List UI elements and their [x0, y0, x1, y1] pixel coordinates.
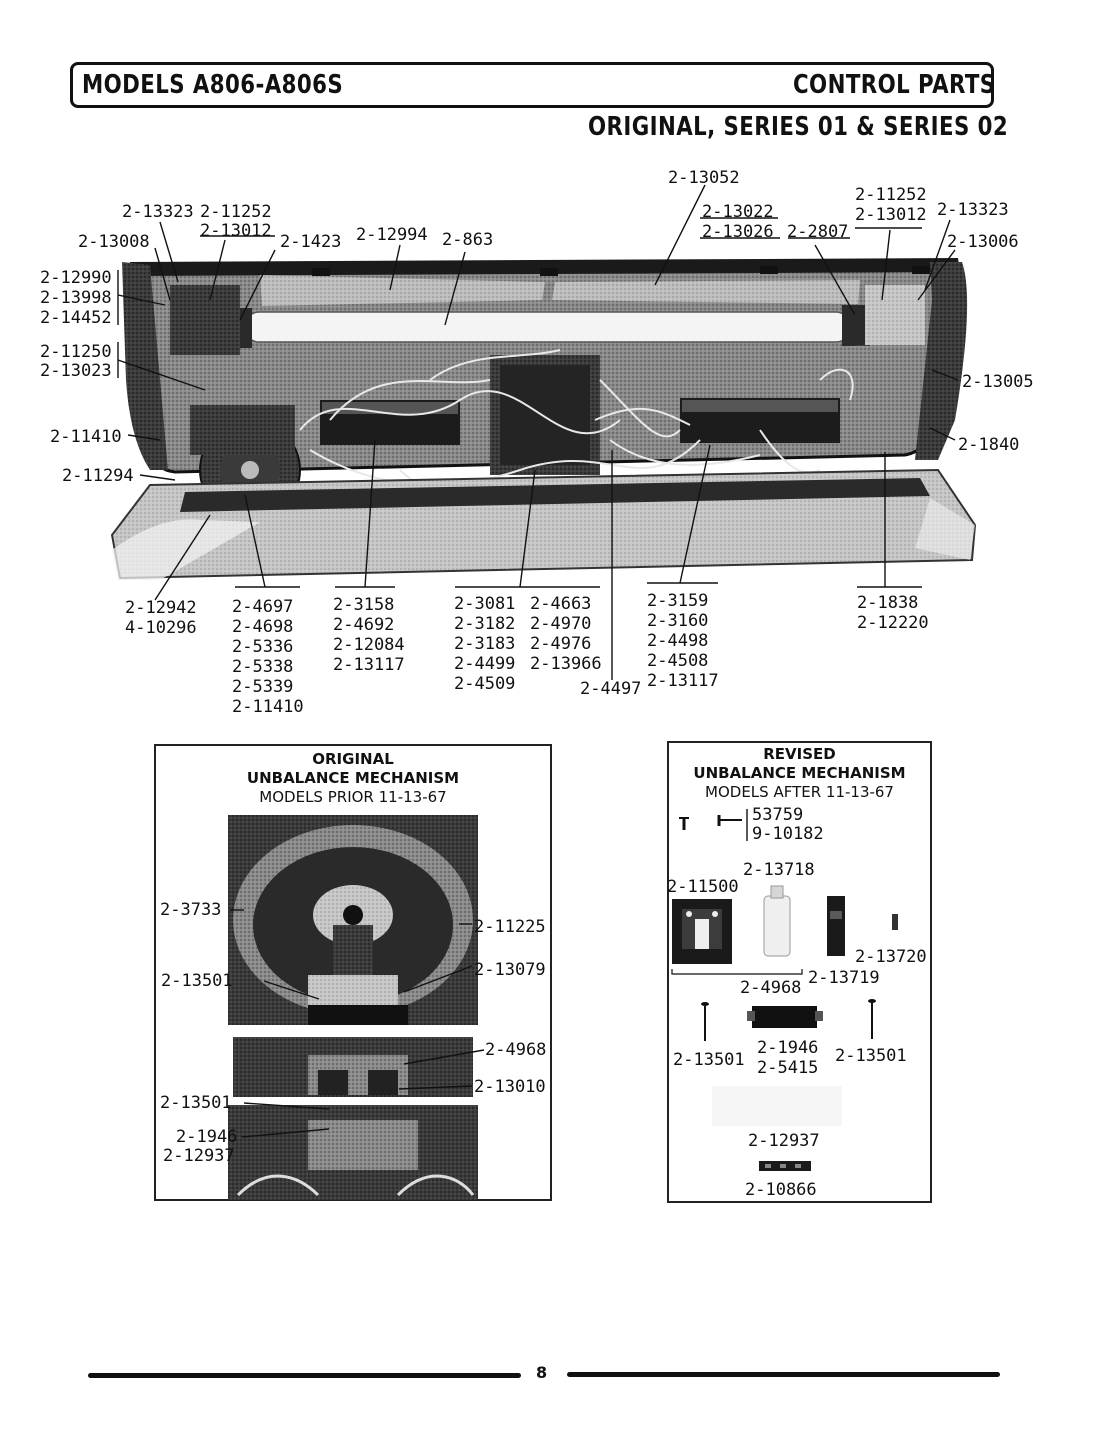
- control-panel-illustration: [110, 184, 977, 680]
- title-frame: [70, 62, 994, 108]
- callout-2-13012-left: 2-13012: [200, 221, 272, 241]
- revised-label-53759: 53759: [752, 805, 804, 825]
- callout-2-13117-a: 2-13117: [333, 655, 405, 675]
- original-label-2-12937: 2-12937: [163, 1146, 235, 1166]
- original-label-2-1946: 2-1946: [176, 1127, 238, 1147]
- footer-rule-right: [567, 1372, 1000, 1377]
- callout-2-3160: 2-3160: [647, 611, 709, 631]
- callout-2-3158: 2-3158: [333, 595, 395, 615]
- revised-label-9-10182: 9-10182: [752, 824, 824, 844]
- revised-label-2-13501-b: 2-13501: [835, 1046, 907, 1066]
- callout-2-11252-right: 2-11252: [855, 185, 927, 205]
- callout-2-13052: 2-13052: [668, 168, 740, 188]
- callout-2-13012-right: 2-13012: [855, 205, 927, 225]
- original-mechanism-photo: [228, 815, 478, 1200]
- callout-2-11294: 2-11294: [62, 466, 134, 486]
- callout-2-4508: 2-4508: [647, 651, 709, 671]
- callout-group-3: 2-3158 2-4692 2-12084 2-13117: [333, 595, 405, 675]
- callout-2-13026: 2-13026: [702, 222, 774, 242]
- callout-4-10296: 4-10296: [125, 618, 197, 638]
- revised-label-2-13501-a: 2-13501: [673, 1050, 745, 1070]
- callout-group-7: 2-3159 2-3160 2-4498 2-4508 2-13117: [647, 591, 719, 691]
- callout-group-2: 2-4697 2-4698 2-5336 2-5338 2-5339 2-114…: [232, 597, 304, 717]
- callout-2-11410: 2-11410: [50, 427, 122, 447]
- callout-2-4698: 2-4698: [232, 617, 294, 637]
- callout-2-4970: 2-4970: [530, 614, 592, 634]
- callout-2-13117-b: 2-13117: [647, 671, 719, 691]
- callout-2-3182: 2-3182: [454, 614, 516, 634]
- original-inset-models: MODELS PRIOR 11-13-67: [259, 788, 447, 806]
- callout-2-13008: 2-13008: [78, 232, 150, 252]
- original-label-2-13079: 2-13079: [474, 960, 546, 980]
- page-number: 8: [536, 1363, 548, 1382]
- revised-parts-drawing: [671, 809, 898, 1171]
- original-leader-lines: [230, 909, 485, 1138]
- revised-label-2-12937: 2-12937: [748, 1131, 820, 1151]
- callout-2-4692: 2-4692: [333, 615, 395, 635]
- callout-2-1840: 2-1840: [958, 435, 1020, 455]
- callout-2-12994: 2-12994: [356, 225, 428, 245]
- callout-2-5338: 2-5338: [232, 657, 294, 677]
- revised-inset-title: REVISED: [763, 745, 836, 763]
- callout-2-5339: 2-5339: [232, 677, 294, 697]
- callout-2-13023: 2-13023: [40, 361, 112, 381]
- original-label-2-13501-a: 2-13501: [161, 971, 233, 991]
- callout-2-14452: 2-14452: [40, 308, 112, 328]
- callout-2-5336: 2-5336: [232, 637, 294, 657]
- callout-2-13323-left: 2-13323: [122, 202, 194, 222]
- callout-2-11410-b: 2-11410: [232, 697, 304, 717]
- revised-label-2-10866: 2-10866: [745, 1180, 817, 1200]
- callout-2-12990: 2-12990: [40, 268, 112, 288]
- callout-2-13966: 2-13966: [530, 654, 602, 674]
- original-label-2-13010: 2-13010: [474, 1077, 546, 1097]
- callout-2-4498: 2-4498: [647, 631, 709, 651]
- callout-group-8: 2-1838 2-12220: [857, 593, 929, 633]
- models-title: MODELS A806-A806S: [82, 70, 344, 100]
- series-title: ORIGINAL, SERIES 01 & SERIES 02: [588, 112, 1009, 142]
- callout-group-4: 2-3081 2-3182 2-3183 2-4499 2-4509: [454, 594, 515, 694]
- callout-2-863: 2-863: [442, 230, 494, 250]
- original-label-2-4968: 2-4968: [485, 1040, 547, 1060]
- callout-2-3081: 2-3081: [454, 594, 516, 614]
- revised-label-2-13720: 2-13720: [855, 947, 927, 967]
- revised-inset-subtitle: UNBALANCE MECHANISM: [693, 764, 906, 782]
- callout-2-3159: 2-3159: [647, 591, 709, 611]
- callout-2-1423: 2-1423: [280, 232, 342, 252]
- callout-2-1838: 2-1838: [857, 593, 919, 613]
- callout-2-3183: 2-3183: [454, 634, 516, 654]
- callout-2-13006: 2-13006: [947, 232, 1019, 252]
- revised-label-2-13719: 2-13719: [808, 968, 880, 988]
- callout-2-2807: 2-2807: [787, 222, 849, 242]
- section-title: CONTROL PARTS: [793, 70, 996, 100]
- original-label-2-3733: 2-3733: [160, 900, 222, 920]
- callout-2-4663: 2-4663: [530, 594, 592, 614]
- callout-group-1: 2-12942 4-10296: [125, 598, 197, 638]
- original-label-2-13501-b: 2-13501: [160, 1093, 232, 1113]
- callout-2-4697: 2-4697: [232, 597, 294, 617]
- callout-2-4497: 2-4497: [580, 679, 642, 699]
- callout-2-13323-right: 2-13323: [937, 200, 1009, 220]
- revised-label-2-4968: 2-4968: [740, 978, 802, 998]
- callout-2-13022: 2-13022: [702, 202, 774, 222]
- callout-2-11252-left: 2-11252: [200, 202, 272, 222]
- callout-2-4509: 2-4509: [454, 674, 516, 694]
- callout-2-4499: 2-4499: [454, 654, 516, 674]
- callout-2-12220: 2-12220: [857, 613, 929, 633]
- revised-label-2-11500: 2-11500: [667, 877, 739, 897]
- revised-label-2-1946: 2-1946: [757, 1038, 819, 1058]
- callout-2-13005: 2-13005: [962, 372, 1034, 392]
- revised-label-2-5415: 2-5415: [757, 1058, 819, 1078]
- callout-2-12084: 2-12084: [333, 635, 405, 655]
- callout-2-11250: 2-11250: [40, 342, 112, 362]
- original-inset-subtitle: UNBALANCE MECHANISM: [246, 769, 460, 787]
- callout-2-4976: 2-4976: [530, 634, 592, 654]
- original-label-2-11225: 2-11225: [474, 917, 546, 937]
- callout-2-13998: 2-13998: [40, 288, 112, 308]
- original-inset-title: ORIGINAL: [312, 750, 394, 768]
- revised-inset-models: MODELS AFTER 11-13-67: [705, 783, 894, 801]
- callout-2-12942: 2-12942: [125, 598, 197, 618]
- footer-rule-left: [88, 1373, 521, 1378]
- callout-group-5: 2-4663 2-4970 2-4976 2-13966: [530, 594, 602, 674]
- revised-label-2-13718: 2-13718: [743, 860, 815, 880]
